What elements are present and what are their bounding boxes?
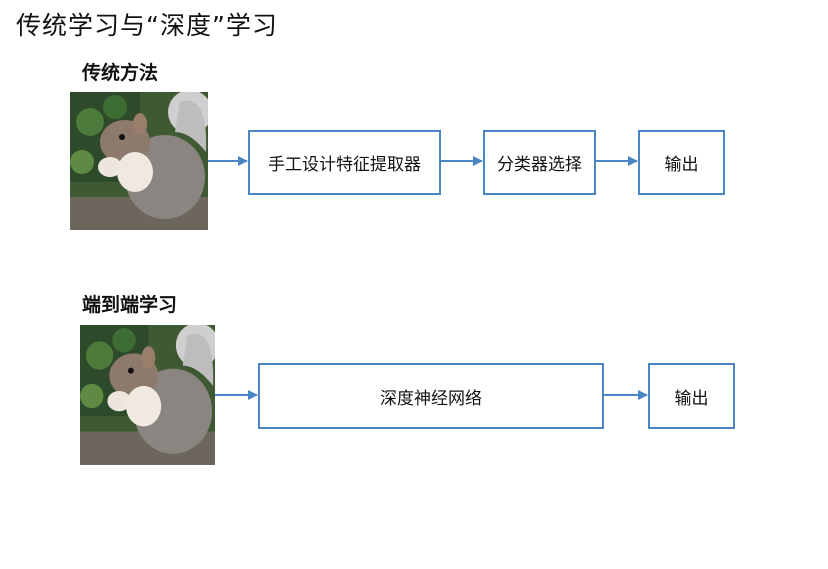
classifier-box: 分类器选择	[483, 130, 596, 195]
end-to-end-heading: 端到端学习	[82, 294, 178, 316]
deep-network-label: 深度神经网络	[380, 388, 482, 409]
output-box-traditional: 输出	[638, 130, 725, 195]
output-box-end-to-end: 输出	[648, 363, 735, 429]
output-label-end-to-end: 输出	[674, 388, 709, 409]
squirrel-image	[70, 92, 208, 230]
traditional-heading: 传统方法	[82, 62, 159, 84]
output-label-traditional: 输出	[664, 155, 699, 175]
deep-network-box: 深度神经网络	[258, 363, 604, 429]
feature-extractor-label: 手工设计特征提取器	[268, 155, 421, 175]
squirrel-image	[80, 325, 215, 465]
classifier-label: 分类器选择	[497, 155, 582, 175]
feature-extractor-box: 手工设计特征提取器	[248, 130, 441, 195]
page-title: 传统学习与“深度”学习	[16, 11, 278, 40]
